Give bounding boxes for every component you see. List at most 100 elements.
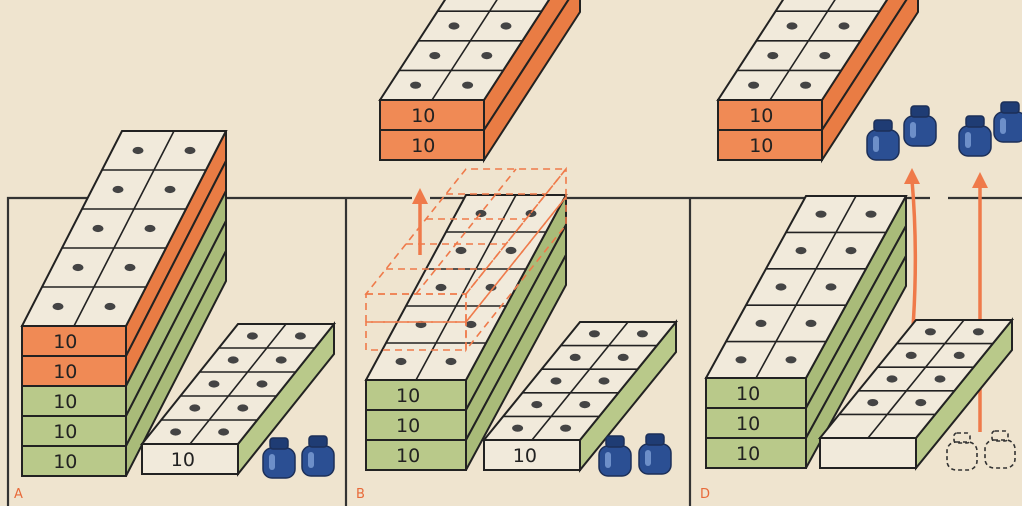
block-label-10: 10 [53,451,77,473]
block-dot [105,303,116,310]
block-dot [826,283,837,290]
block-dot [819,52,830,59]
lifted-bottle-3 [959,116,991,156]
block-dot [866,211,877,218]
block-dot [462,82,473,89]
block-label-10: 10 [411,105,435,127]
bottle-shine [269,454,275,470]
block-label-10: 10 [736,413,760,435]
bottle-body [867,130,899,160]
block-dot [189,404,200,411]
block-label-10: 10 [749,135,773,157]
block-label-10: 10 [411,135,435,157]
block-dot [185,147,196,154]
block-dot [436,284,447,291]
block-dot [767,52,778,59]
block-dot [589,330,600,337]
block-dot [867,399,878,406]
panel-d-ghost-bottle-1 [947,433,977,470]
block-dot [846,247,857,254]
block-dot [599,377,610,384]
panel-d-ghost-bottle-2 [985,431,1015,468]
block-dot [170,428,181,435]
bottle-cap [270,438,288,449]
block-dot [787,22,798,29]
block-dot [560,425,571,432]
block-dot [570,354,581,361]
block-dot [512,425,523,432]
lifted-bottle-1 [867,120,899,160]
block-dot [915,399,926,406]
block-dot [526,210,537,217]
block-dot [887,375,898,382]
block-dot [396,358,407,365]
arrow-head [412,188,428,204]
block-dot [429,52,440,59]
panel-b-bottle-2 [639,434,671,474]
bottle-cap [1001,102,1019,113]
block-dot [756,320,767,327]
block-dot [481,52,492,59]
block-dot [800,82,811,89]
block-dot [579,401,590,408]
panel-d-label: D [700,487,710,502]
panel-a-bottle-2 [302,436,334,476]
block-dot [776,283,787,290]
block-dot [446,358,457,365]
block-dot [618,354,629,361]
block-dot [925,328,936,335]
bottle-cap [911,106,929,117]
arrow-head [904,168,920,184]
block-label-10: 10 [513,445,537,467]
block-dot [935,375,946,382]
panel-b-label: B [356,487,365,502]
block-label-10: 10 [53,421,77,443]
bottle-body [959,126,991,156]
block-dot [466,321,477,328]
block-dot [954,352,965,359]
lifted-bottle-4 [994,102,1022,142]
block-dot [551,377,562,384]
panel-b-up-arrow [412,188,428,255]
bottle-shine [910,122,916,138]
bottle-outline [947,442,977,470]
block-dot [93,225,104,232]
block-label-10: 10 [736,383,760,405]
bottle-cap [966,116,984,127]
block-dot [806,320,817,327]
bottle-body [263,448,295,478]
block-dot [228,356,239,363]
block-label-10: 10 [53,331,77,353]
block-dot [906,352,917,359]
bottle-body [904,116,936,146]
bottle-shine [308,452,314,468]
block-label-10: 10 [736,443,760,465]
block-dot [125,264,136,271]
block-dot [276,356,287,363]
block-dot [973,328,984,335]
block-dot [165,186,176,193]
block-dot [237,404,248,411]
block-dot [736,356,747,363]
block-dot [839,22,850,29]
block-dot [145,225,156,232]
block-dot [816,211,827,218]
block-dot [410,82,421,89]
block-dot [476,210,487,217]
bottle-cap [309,436,327,447]
bottle-outline [985,440,1015,468]
block-front-layer [820,438,916,468]
block-dot [295,332,306,339]
bottle-cap [646,434,664,445]
bottle-cap [606,436,624,447]
arrow-head [972,172,988,188]
block-label-10: 10 [53,391,77,413]
bottle-shine [645,450,651,466]
block-label-10: 10 [396,415,420,437]
bottle-cap [874,120,892,131]
block-dot [506,247,517,254]
bottle-shine [965,132,971,148]
block-dot [247,332,258,339]
bottle-body [599,446,631,476]
